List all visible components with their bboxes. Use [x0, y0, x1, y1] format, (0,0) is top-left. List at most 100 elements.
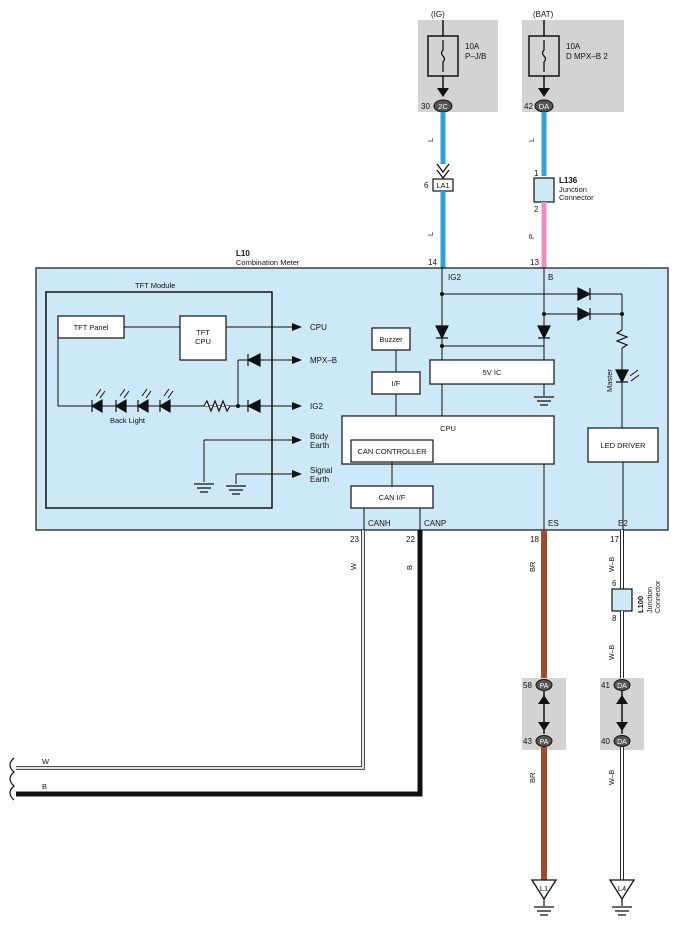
l10-pin-b: 13	[530, 258, 539, 267]
inline-pa-pin-bottom: 43	[523, 737, 532, 746]
l136-pin-bottom: 2	[534, 205, 539, 214]
fuse-ig-icon	[427, 20, 459, 97]
inline-pa-arrow-up-icon	[538, 695, 550, 704]
backlight-led-1-icon	[90, 388, 106, 414]
l100-id: L100	[636, 596, 645, 613]
fuse-ig-pin: 30	[421, 102, 430, 111]
l10-label-canh: CANH	[368, 519, 391, 528]
tft-cpu-box	[179, 315, 227, 361]
la1-chevron-icon	[436, 163, 450, 180]
diode-mpx-icon	[246, 353, 261, 367]
inline-pa-pin-top: 58	[523, 681, 532, 690]
wire-break-icon	[9, 757, 15, 801]
tft-out-ig2: IG2	[310, 402, 323, 411]
wire-code-canh: W	[349, 562, 358, 570]
backlight-led-2-icon	[114, 388, 130, 414]
buzzer-label: Buzzer	[379, 335, 403, 344]
connector-da-top	[613, 679, 631, 691]
fuse-ig-rating: 10A	[465, 42, 480, 51]
l10-label-e2: E2	[618, 519, 628, 528]
l136-connector	[533, 177, 555, 203]
back-light-label: Back Light	[110, 416, 146, 425]
inline-pa-arrow-down-icon	[538, 722, 550, 731]
l10-label-es: ES	[548, 519, 559, 528]
tft-out-signal-2: Earth	[310, 475, 329, 484]
l10-label-ig2: IG2	[448, 273, 461, 282]
connector-pa-bottom-label: PA	[540, 739, 549, 746]
ground-signal-icon	[226, 485, 246, 495]
can-if-box	[350, 485, 434, 509]
arrow-ig2-icon	[292, 402, 302, 410]
tft-out-mpx: MPX–B	[310, 356, 337, 365]
l100-line2: Connector	[655, 580, 662, 613]
wire-code-e2-mid: W–B	[609, 645, 616, 661]
tft-cpu-label-2: CPU	[195, 337, 211, 346]
l100-pin-bottom: 8	[612, 614, 617, 623]
connector-da-fuse-label: DA	[539, 102, 549, 111]
fuse-ig-name: P–J/B	[465, 52, 486, 61]
wire-canp	[16, 530, 423, 797]
connector-da-top-label: DA	[617, 683, 627, 690]
wire-code-bat-upper: L	[527, 138, 536, 142]
connector-2c-label: 2C	[438, 102, 448, 111]
fuse-bat-source: (BAT)	[533, 10, 554, 19]
wire-canh	[16, 530, 365, 770]
wire-code-e2-lower: W–B	[609, 770, 616, 786]
led-driver-label: LED DRIVER	[600, 441, 646, 450]
arrow-cpu-icon	[292, 323, 302, 331]
l10-pin-canh: 23	[350, 535, 359, 544]
backlight-led-3-icon	[136, 388, 152, 414]
ground-5v-icon	[534, 396, 554, 406]
fuse-bat-icon	[528, 20, 560, 97]
connector-pa-top-label: PA	[540, 683, 549, 690]
buzzer-box	[371, 327, 411, 351]
tft-panel-label: TFT Panel	[74, 323, 109, 332]
connector-pa-top	[535, 679, 553, 691]
can-controller-label: CAN CONTROLLER	[357, 447, 427, 456]
wire-code-es-upper: BR	[528, 561, 537, 572]
tft-module-box	[45, 291, 273, 509]
inline-da-pin-bottom: 40	[601, 737, 610, 746]
5v-ic-label: 5V IC	[483, 368, 502, 377]
la1-label: LA1	[436, 181, 449, 190]
backlight-led-4-icon	[158, 388, 174, 414]
wire-code-canp: B	[405, 565, 414, 570]
l10-name: Combination Meter	[236, 258, 300, 267]
tft-out-cpu: CPU	[310, 323, 327, 332]
l10-pin-ig2: 14	[428, 258, 437, 267]
inline-da-arrow-up-icon	[616, 695, 628, 704]
tft-out-body-2: Earth	[310, 441, 329, 450]
connector-da-bottom	[613, 735, 631, 747]
l100-line1: Junction	[647, 587, 654, 613]
l100-connector	[611, 588, 633, 612]
wire-code-bat-lower: P	[527, 234, 536, 239]
master-label: Master	[605, 369, 614, 392]
l100-pin-top: 6	[612, 579, 617, 588]
tft-module-title: TFT Module	[135, 281, 175, 290]
tft-out-signal-1: Signal	[310, 466, 332, 475]
l10-pin-es: 18	[530, 535, 539, 544]
resistor-backlight-icon	[203, 399, 231, 413]
l10-pin-e2: 17	[610, 535, 619, 544]
resistor-master-icon	[615, 329, 629, 349]
connector-pa-bottom	[535, 735, 553, 747]
fuse-panel-bat	[522, 20, 624, 112]
ground-l1-icon	[530, 879, 558, 916]
wire-code-es-lower: BR	[528, 772, 537, 783]
arrow-signal-earth-icon	[292, 470, 302, 478]
fuse-ig-source: (IG)	[431, 10, 445, 19]
tft-out-body-1: Body	[310, 432, 328, 441]
arrow-mpx-icon	[292, 356, 302, 364]
fuse-bat-rating: 10A	[566, 42, 581, 51]
l10-pin-canp: 22	[406, 535, 415, 544]
cpu-label: CPU	[440, 424, 456, 433]
ground-l4-label: L4	[618, 884, 626, 893]
ground-l1-label: L1	[540, 884, 548, 893]
l136-line2: Connector	[559, 193, 594, 202]
l10-label-b: B	[548, 273, 553, 282]
wire-code-ig-lower: L	[426, 232, 435, 236]
5v-ic-box	[429, 359, 555, 385]
can-if-label: CAN I/F	[379, 493, 406, 502]
tft-cpu-label-1: TFT	[196, 328, 210, 337]
